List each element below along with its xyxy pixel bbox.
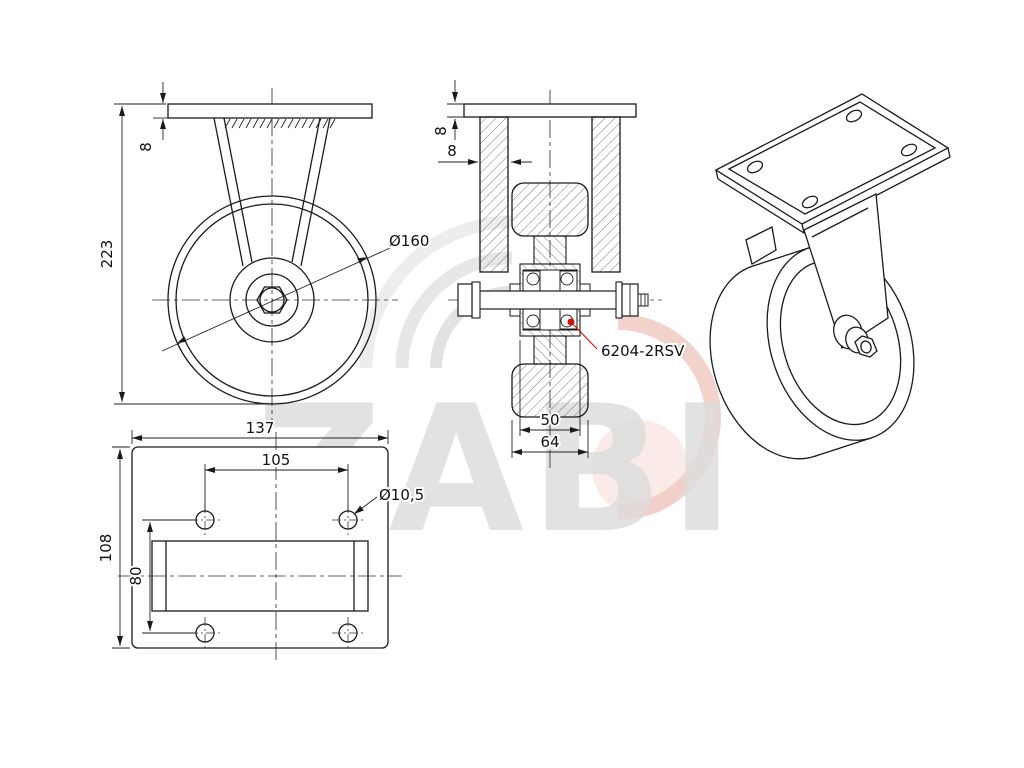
dim-wall-thickness: 8 (438, 140, 532, 165)
washer-left (471, 281, 481, 319)
bearing-ball (526, 314, 540, 328)
weld-ticks (224, 118, 336, 129)
top-plate-section (463, 103, 637, 118)
plate-iso (714, 93, 951, 234)
web-bottom (533, 335, 567, 365)
dim-plate-width: 108 (95, 446, 130, 649)
thread-stub (637, 293, 649, 307)
nut-face (860, 340, 872, 354)
axle-nut (256, 286, 288, 314)
web-top (533, 235, 567, 265)
axle-bore (259, 287, 285, 313)
dim-hub-width: 50 (519, 340, 581, 436)
bearing-callout: 6204-2RSV (567, 318, 687, 362)
fork-leg-near (803, 192, 889, 350)
plate-hole (845, 109, 863, 123)
watermark-red-arc (617, 314, 721, 520)
nut-iso (854, 335, 878, 358)
section-view: 8 8 6204-2RSV 50 64 (430, 80, 687, 468)
dim-text-8-plate-section: 8 (432, 126, 450, 136)
dim-plate-thickness-section: 8 (430, 80, 464, 140)
wheel (167, 195, 377, 405)
dim-hole-pitch-y: 80 (125, 519, 196, 634)
bearing-label: 6204-2RSV (601, 342, 685, 360)
dim-hole-pitch-x: 105 (204, 449, 349, 512)
wheel-tread (175, 203, 369, 397)
plate-hole (900, 143, 918, 157)
top-plate (167, 103, 373, 119)
bearing-ball (560, 272, 574, 286)
plate-bottom (131, 446, 389, 649)
fork-wall-left (479, 116, 509, 273)
axle-assembly-iso (833, 314, 878, 358)
tread-top (511, 182, 589, 237)
tread-bottom (511, 363, 589, 418)
hub-inner (245, 273, 299, 327)
dim-text-50: 50 (540, 411, 559, 429)
dim-overall-height: 223 (96, 103, 265, 405)
dim-wheel-diameter: Ø160 (161, 230, 431, 352)
bearing-ball (526, 272, 540, 286)
washer-right (615, 281, 623, 319)
dim-text-223: 223 (98, 240, 116, 269)
dim-text-d105: Ø10,5 (379, 486, 424, 504)
plate-hole (801, 195, 819, 209)
dim-text-108: 108 (97, 534, 115, 563)
dim-text-105: 105 (262, 451, 291, 469)
dim-text-64: 64 (540, 433, 559, 451)
dim-wheel-width: 64 (511, 420, 589, 458)
callout-leader (570, 321, 598, 350)
fork-leg-far (745, 226, 777, 265)
front-view: 223 8 Ø160 (96, 82, 431, 425)
hub-outer (229, 257, 315, 343)
dim-text-8-wall: 8 (447, 142, 457, 160)
iso-view (709, 93, 951, 460)
dim-text-137: 137 (246, 419, 275, 437)
plate-margin (727, 101, 937, 215)
fork-legs (213, 117, 331, 267)
plate-bottom-edge (717, 156, 951, 234)
fork-wall-right (591, 116, 621, 273)
axle-shaft (471, 290, 623, 310)
wheel-outer (167, 195, 377, 405)
dim-text-d160: Ø160 (389, 232, 429, 250)
bottom-view: 137 105 Ø10,5 108 80 (95, 417, 426, 662)
dim-hole-diameter: Ø10,5 (353, 484, 426, 515)
dim-plate-length: 137 (131, 417, 389, 444)
dim-text-8-plate: 8 (137, 142, 155, 152)
dim-text-80: 80 (127, 566, 145, 585)
fork-leg-face (803, 192, 889, 350)
plate-hole (746, 160, 764, 174)
dim-plate-thickness-front: 8 (135, 82, 168, 154)
bolt-head (457, 283, 473, 317)
axle-bolt (457, 281, 649, 319)
